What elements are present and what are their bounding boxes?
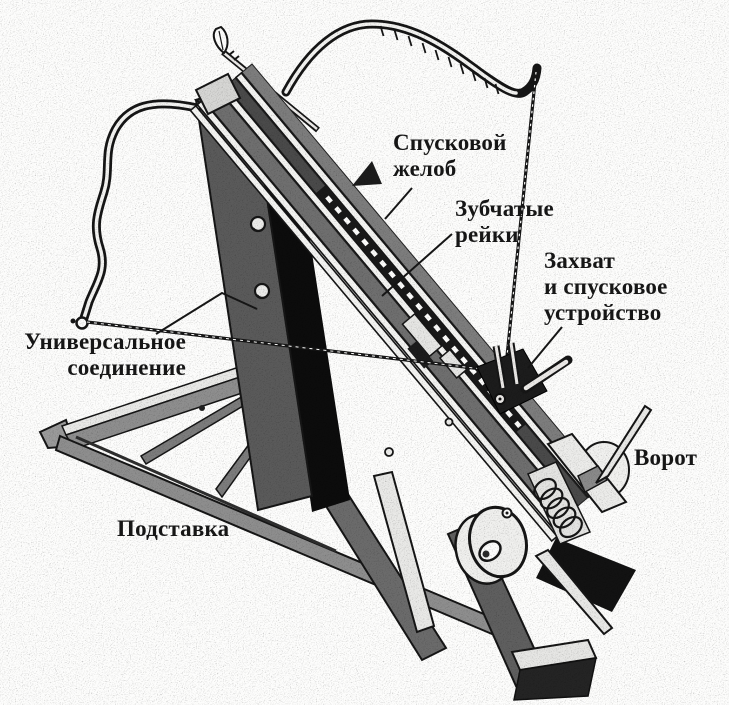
label-catch-release: Захват и спусковое устройство — [544, 248, 668, 325]
label-toothed-racks: Зубчатые рейки — [455, 196, 554, 247]
label-universal-joint: Универсальное соединение — [24, 329, 186, 380]
label-stand: Подставка — [117, 516, 230, 541]
label-launch-trough: Спусковой желоб — [393, 130, 507, 181]
label-windlass: Ворот — [634, 445, 698, 470]
